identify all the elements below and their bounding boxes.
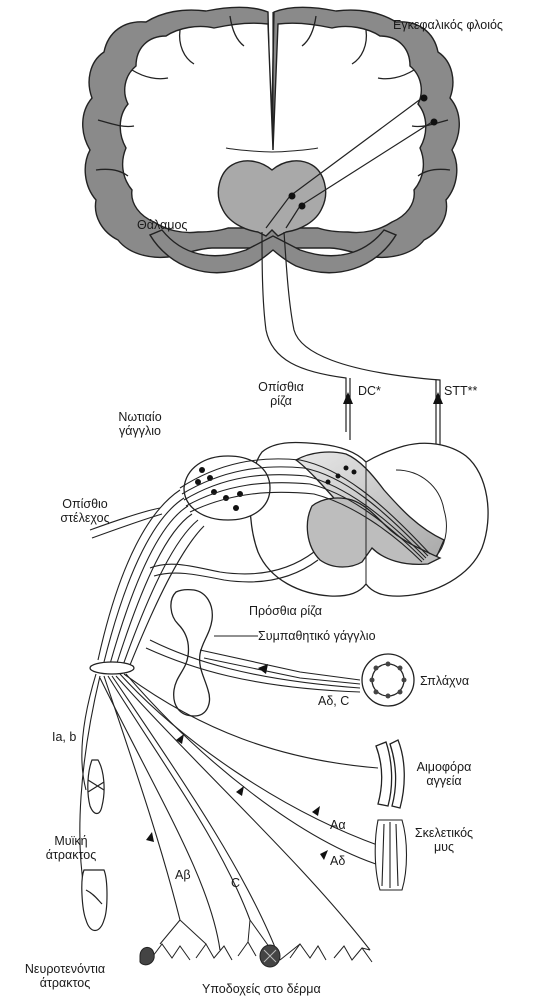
nerve-ring — [90, 662, 134, 674]
label-dorsal-root-ganglion: Νωτιαίο γάγγλιο — [118, 410, 161, 439]
label-blood-vessels-line2: αγγεία — [417, 774, 472, 788]
label-skeletal-muscle: Σκελετικός μυς — [415, 826, 473, 855]
label-neurotendinous-spindle-line1: Νευροτενόντια — [25, 962, 105, 976]
label-cerebral-cortex: Εγκεφαλικός φλοιός — [393, 18, 503, 32]
sympathetic-ganglion — [171, 590, 212, 716]
encapsulated-receptor-icon — [260, 945, 280, 967]
label-ventral-root: Πρόσθια ρίζα — [249, 604, 322, 618]
dorsal-root-ganglion — [184, 456, 270, 520]
label-blood-vessels: Αιμοφόρα αγγεία — [417, 760, 472, 789]
label-adelta-muscle: Αδ — [330, 854, 345, 868]
label-ia-b: Ia, b — [52, 730, 76, 744]
label-skeletal-muscle-line1: Σκελετικός — [415, 826, 473, 840]
label-dorsal-root-line1: Οπίσθια — [258, 380, 304, 394]
label-skin-receptors: Υποδοχείς στο δέρμα — [202, 982, 321, 996]
label-dorsal-root-ganglion-line2: γάγγλιο — [118, 424, 161, 438]
label-c-fiber: C — [231, 876, 240, 890]
stt-arrow — [433, 392, 443, 404]
label-blood-vessels-line1: Αιμοφόρα — [417, 760, 472, 774]
dc-arrow — [343, 392, 353, 404]
signal-arrows — [146, 734, 328, 860]
label-adelta-c-visceral: Αδ, C — [318, 694, 349, 708]
label-sympathetic-ganglion: Συμπαθητικό γάγγλιο — [258, 629, 376, 643]
label-abeta: Αβ — [175, 868, 191, 882]
muscle-spindle-icon — [88, 760, 104, 814]
label-aalpha: Αα — [330, 818, 346, 832]
label-dc: DC* — [358, 384, 381, 398]
viscera-icon — [362, 654, 414, 706]
label-dorsal-ramus: Οπίσθιο στέλεχος — [60, 497, 109, 526]
label-stt: STT** — [444, 384, 477, 398]
label-dorsal-root-line2: ρίζα — [258, 394, 304, 408]
tendon-organ-icon — [140, 947, 154, 964]
label-muscle-spindle: Μυϊκή άτρακτος — [46, 834, 97, 863]
label-dorsal-root-ganglion-line1: Νωτιαίο — [118, 410, 161, 424]
label-viscera: Σπλάχνα — [420, 674, 469, 688]
label-muscle-spindle-line1: Μυϊκή — [46, 834, 97, 848]
peripheral-fibers — [80, 674, 382, 960]
label-thalamus: Θάλαμος — [137, 218, 187, 232]
blood-vessel-icon — [376, 740, 404, 808]
label-neurotendinous-spindle: Νευροτενόντια άτρακτος — [25, 962, 105, 991]
skeletal-muscle-icon — [375, 820, 406, 890]
label-muscle-spindle-line2: άτρακτος — [46, 848, 97, 862]
neurotendinous-spindle-icon — [82, 870, 107, 931]
label-neurotendinous-spindle-line2: άτρακτος — [25, 976, 105, 990]
label-skeletal-muscle-line2: μυς — [415, 840, 473, 854]
label-dorsal-root: Οπίσθια ρίζα — [258, 380, 304, 409]
label-dorsal-ramus-line1: Οπίσθιο — [60, 497, 109, 511]
label-dorsal-ramus-line2: στέλεχος — [60, 511, 109, 525]
